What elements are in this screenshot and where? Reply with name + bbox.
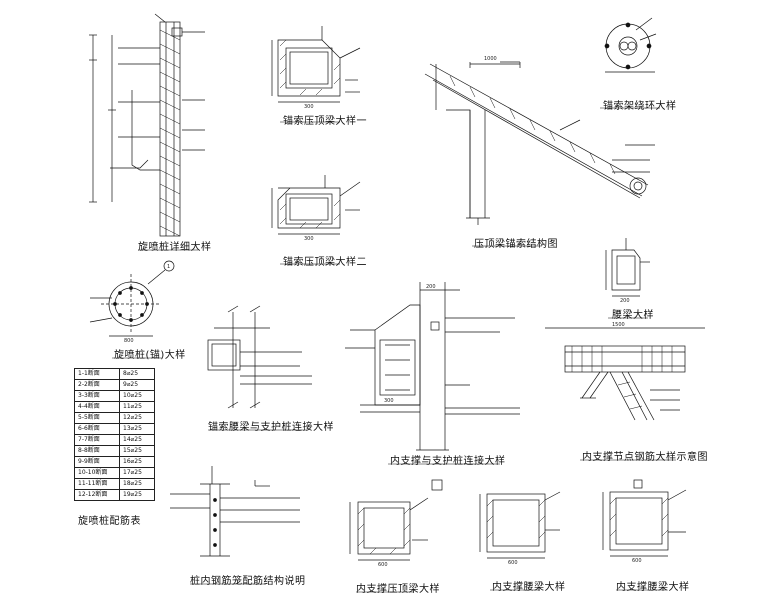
caption-cap-beam-2: 锚索压顶梁大样二	[283, 257, 367, 268]
inner-brace-hatch	[609, 497, 669, 537]
dim-inner-cap: 600	[378, 562, 388, 568]
table-cell-section: 8-8断面	[74, 445, 120, 457]
inner-waist-hatch	[486, 499, 546, 539]
table-cell-rebar: 14⌀25	[119, 434, 155, 446]
inner-waist-beam	[479, 491, 561, 559]
detail-mark-1: 1	[167, 264, 170, 270]
cap-beam-1-section	[271, 26, 361, 103]
cap-beam-1-hatch	[279, 39, 341, 96]
table-cell-section: 11-11断面	[74, 478, 120, 490]
pile-section	[89, 260, 175, 337]
dim-joint-top: 200	[426, 284, 436, 290]
inner-support-joint	[345, 282, 520, 451]
caption-pile-detail: 旋喷桩详细大样	[138, 242, 212, 253]
inner-cap-hatch	[357, 507, 411, 555]
inner-support-node	[545, 327, 705, 421]
pile-elevation	[89, 13, 205, 237]
table-cell-section: 12-12断面	[74, 489, 120, 501]
anchor-ties	[449, 75, 616, 175]
table-cell-rebar: 12⌀25	[119, 412, 155, 424]
table-cell-rebar: 8⌀25	[119, 368, 155, 380]
table-cell-section: 9-9断面	[74, 456, 120, 468]
table-cell-section: 3-3断面	[74, 390, 120, 402]
dim-cap2-width: 300	[304, 236, 314, 242]
dim-cap1-width: 300	[304, 104, 314, 110]
anchor-waist-joint	[207, 305, 312, 409]
table-cell-section: 10-10断面	[74, 467, 120, 479]
caption-rebar-table: 旋喷桩配筋表	[78, 516, 141, 527]
table-cell-rebar: 18⌀25	[119, 478, 155, 490]
table-cell-section: 1-1断面	[74, 368, 120, 380]
table-cell-rebar: 11⌀25	[119, 401, 155, 413]
dim-anchor-top: 1000	[484, 56, 497, 62]
table-cell-rebar: 9⌀25	[119, 379, 155, 391]
pile-reinforcement	[170, 466, 300, 557]
table-cell-section: 4-4断面	[74, 401, 120, 413]
anchor-structure	[424, 61, 655, 225]
inner-node-ties	[571, 346, 673, 410]
caption-cap-beam-1: 锚索压顶梁大样一	[283, 116, 367, 127]
table-cell-rebar: 19⌀25	[119, 489, 155, 501]
table-cell-rebar: 15⌀25	[119, 445, 155, 457]
caption-waist-beam: 腰梁大样	[612, 310, 654, 321]
inner-cap-beam	[349, 479, 443, 561]
dim-pile-section: 800	[124, 338, 134, 344]
caption-inner-cap-beam: 内支撑压顶梁大样	[356, 584, 440, 595]
caption-anchor-waist-joint: 锚索腰梁与支护桩连接大样	[208, 422, 334, 433]
caption-anchor-ring: 锚索架绕环大样	[603, 101, 677, 112]
dim-inner-brace: 600	[632, 558, 642, 564]
table-cell-rebar: 10⌀25	[119, 390, 155, 402]
table-cell-rebar: 16⌀25	[119, 456, 155, 468]
pile-hatch	[159, 29, 181, 237]
dim-node: 1500	[612, 322, 625, 328]
inner-brace-beam	[602, 479, 687, 557]
caption-inner-support-joint: 内支撑与支护桩连接大样	[390, 456, 506, 467]
waist-beam-section	[605, 238, 650, 297]
table-cell-section: 7-7断面	[74, 434, 120, 446]
caption-pile-section: 旋喷桩(锚)大样	[114, 350, 186, 361]
table-cell-section: 2-2断面	[74, 379, 120, 391]
cap-beam-2-section	[271, 175, 361, 235]
table-cell-rebar: 13⌀25	[119, 423, 155, 435]
caption-anchor-structure: 压顶梁锚索结构图	[474, 239, 558, 250]
table-cell-section: 5-5断面	[74, 412, 120, 424]
caption-inner-brace-beam: 内支撑腰梁大样	[616, 582, 690, 593]
caption-pile-reinforcement: 桩内钢筋笼配筋结构说明	[190, 576, 306, 587]
dim-inner-waist: 600	[508, 560, 518, 566]
dim-waist-small: 200	[620, 298, 630, 304]
caption-inner-support-node: 内支撑节点钢筋大样示意图	[582, 452, 708, 463]
table-cell-rebar: 17⌀25	[119, 467, 155, 479]
dim-joint-side: 300	[384, 398, 394, 404]
cap-beam-2-hatch	[279, 199, 341, 229]
table-cell-section: 6-6断面	[74, 423, 120, 435]
anchor-ring	[604, 17, 657, 73]
caption-inner-waist-beam: 内支撑腰梁大样	[492, 582, 566, 593]
